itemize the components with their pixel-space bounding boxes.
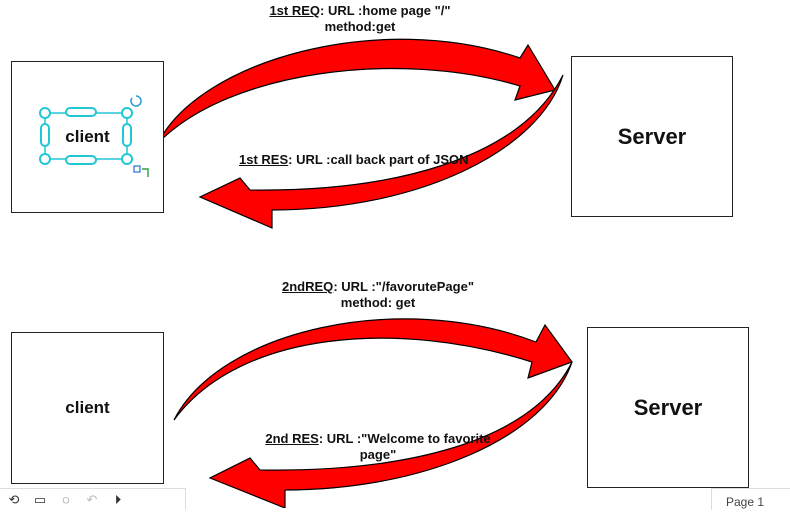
response-text-bottom: : URL :"Welcome to favorite: [318, 431, 491, 446]
page-indicator-text: Page 1: [726, 495, 765, 509]
response-text-bottom-line2: page": [359, 447, 397, 462]
response-label-bottom: 2nd RES: [265, 431, 319, 446]
play-icon[interactable]: ⏵: [114, 491, 122, 507]
client-box-top[interactable]: client: [11, 61, 164, 213]
response-caption-top: 1st RES: URL :call back part of JSON: [239, 152, 469, 168]
request-method-bottom: method: get: [340, 295, 416, 310]
client-label-top: client: [65, 127, 110, 146]
request-caption-bottom: 2ndREQ: URL :"/favorutePage" method: get: [262, 279, 494, 311]
lasso-icon[interactable]: ⟲: [8, 491, 20, 507]
client-label-bottom: client: [65, 398, 110, 417]
response-arrow-top[interactable]: [198, 74, 564, 229]
client-box-bottom[interactable]: client: [11, 332, 164, 484]
undo-icon[interactable]: ↶: [86, 491, 98, 507]
bottom-toolbar: ⟲ ▭ ◌ ↶ ⏵: [0, 488, 186, 510]
response-label-top: 1st RES: [239, 152, 289, 167]
server-box-top[interactable]: Server: [571, 56, 733, 217]
request-arrow-top[interactable]: [157, 38, 556, 144]
comment-icon[interactable]: ◌: [62, 491, 70, 507]
request-text-bottom: : URL :"/favorutePage": [333, 279, 474, 294]
selection-frame[interactable]: [36, 93, 156, 183]
request-method-top: method:get: [324, 19, 396, 34]
request-text-top: : URL :home page "/": [320, 3, 451, 18]
page-indicator[interactable]: Page 1: [711, 488, 790, 510]
server-label-bottom: Server: [633, 394, 703, 420]
request-label-bottom: 2ndREQ: [282, 279, 334, 294]
video-icon[interactable]: ▭: [33, 491, 47, 507]
request-label-top: 1st REQ: [269, 3, 321, 18]
response-caption-bottom: 2nd RES: URL :"Welcome to favorite page": [250, 431, 506, 463]
response-text-top: : URL :call back part of JSON: [288, 152, 469, 167]
request-caption-top: 1st REQ: URL :home page "/" method:get: [250, 3, 470, 35]
request-arrow-bottom[interactable]: [173, 318, 573, 421]
server-label-top: Server: [617, 123, 687, 149]
response-arrow-bottom[interactable]: [208, 361, 573, 508]
server-box-bottom[interactable]: Server: [587, 327, 749, 488]
